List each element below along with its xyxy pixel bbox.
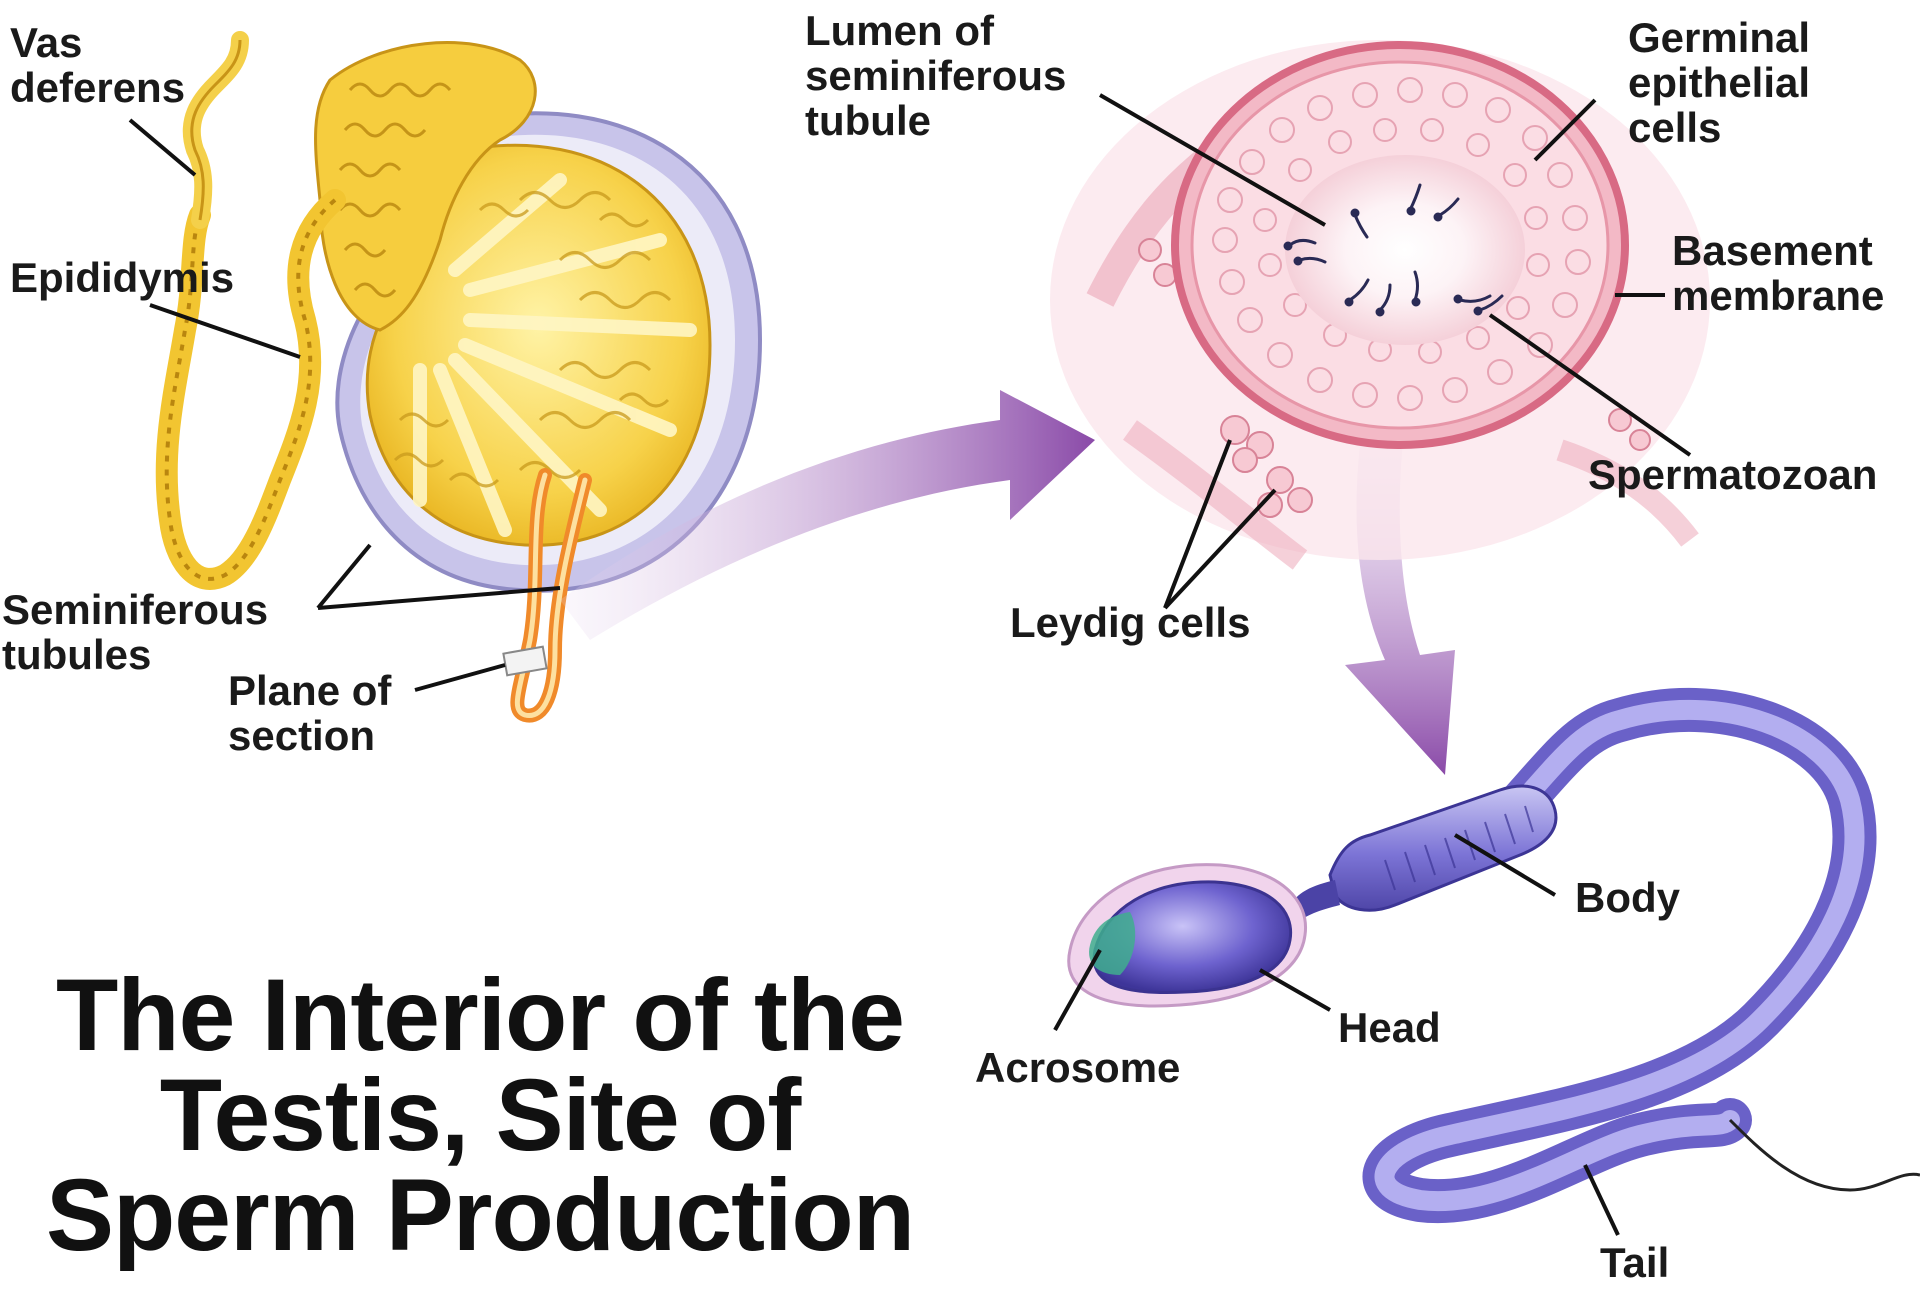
label-basement-membrane: Basement membrane — [1672, 228, 1884, 318]
label-vas-deferens: Vas deferens — [10, 20, 185, 110]
label-tail: Tail — [1600, 1240, 1669, 1285]
label-plane-of-section: Plane of section — [228, 668, 391, 758]
diagram-title: The Interior of the Testis, Site of Sper… — [0, 965, 960, 1265]
section-plane — [503, 647, 546, 676]
sperm-body — [1330, 786, 1556, 910]
label-epididymis: Epididymis — [10, 255, 234, 300]
label-acrosome: Acrosome — [975, 1045, 1180, 1090]
label-lumen: Lumen of seminiferous tubule — [805, 8, 1066, 143]
spermatozoan-illustration — [1069, 710, 1920, 1201]
label-germinal-epithelial: Germinal epithelial cells — [1628, 15, 1810, 150]
label-spermatozoan: Spermatozoan — [1588, 452, 1877, 497]
label-seminiferous-tubules: Seminiferous tubules — [2, 587, 268, 677]
label-leydig-cells: Leydig cells — [1010, 600, 1250, 645]
label-body: Body — [1575, 875, 1680, 920]
label-head: Head — [1338, 1005, 1441, 1050]
